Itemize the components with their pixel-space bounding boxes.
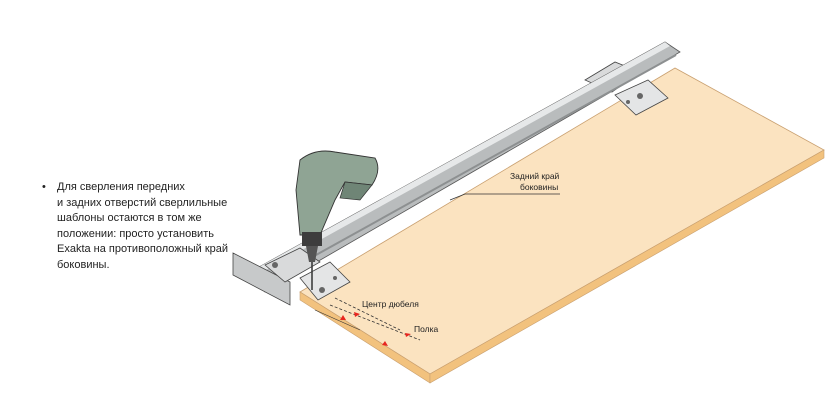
shelf-label: Полка xyxy=(414,324,439,334)
instruction-line: боковины. xyxy=(57,258,110,271)
instruction-line: положении: просто установить xyxy=(57,227,214,240)
side-panel-board xyxy=(299,67,825,384)
shelf-marker xyxy=(405,333,411,337)
back-edge-leader xyxy=(449,193,560,201)
instruction-text: • Для сверления передних и задних отверс… xyxy=(42,180,242,273)
back-edge-label: Задний край xyxy=(510,171,560,181)
dowel-center-label: Центр дюбеля xyxy=(362,299,419,309)
exakta-rail xyxy=(249,41,681,293)
drill xyxy=(295,150,379,290)
instruction-line: Exakta на противоположный край xyxy=(57,243,229,255)
bullet: • xyxy=(42,181,46,193)
dowel-guide-lines xyxy=(314,297,421,346)
back-edge-label: боковины xyxy=(520,182,558,192)
dowel-center-marker xyxy=(354,312,360,317)
instruction-line: и задних отверстий сверлильные xyxy=(57,196,228,209)
instruction-line: шаблоны остаются в том же xyxy=(57,212,202,224)
instruction-line: Для сверления передних xyxy=(57,181,185,193)
